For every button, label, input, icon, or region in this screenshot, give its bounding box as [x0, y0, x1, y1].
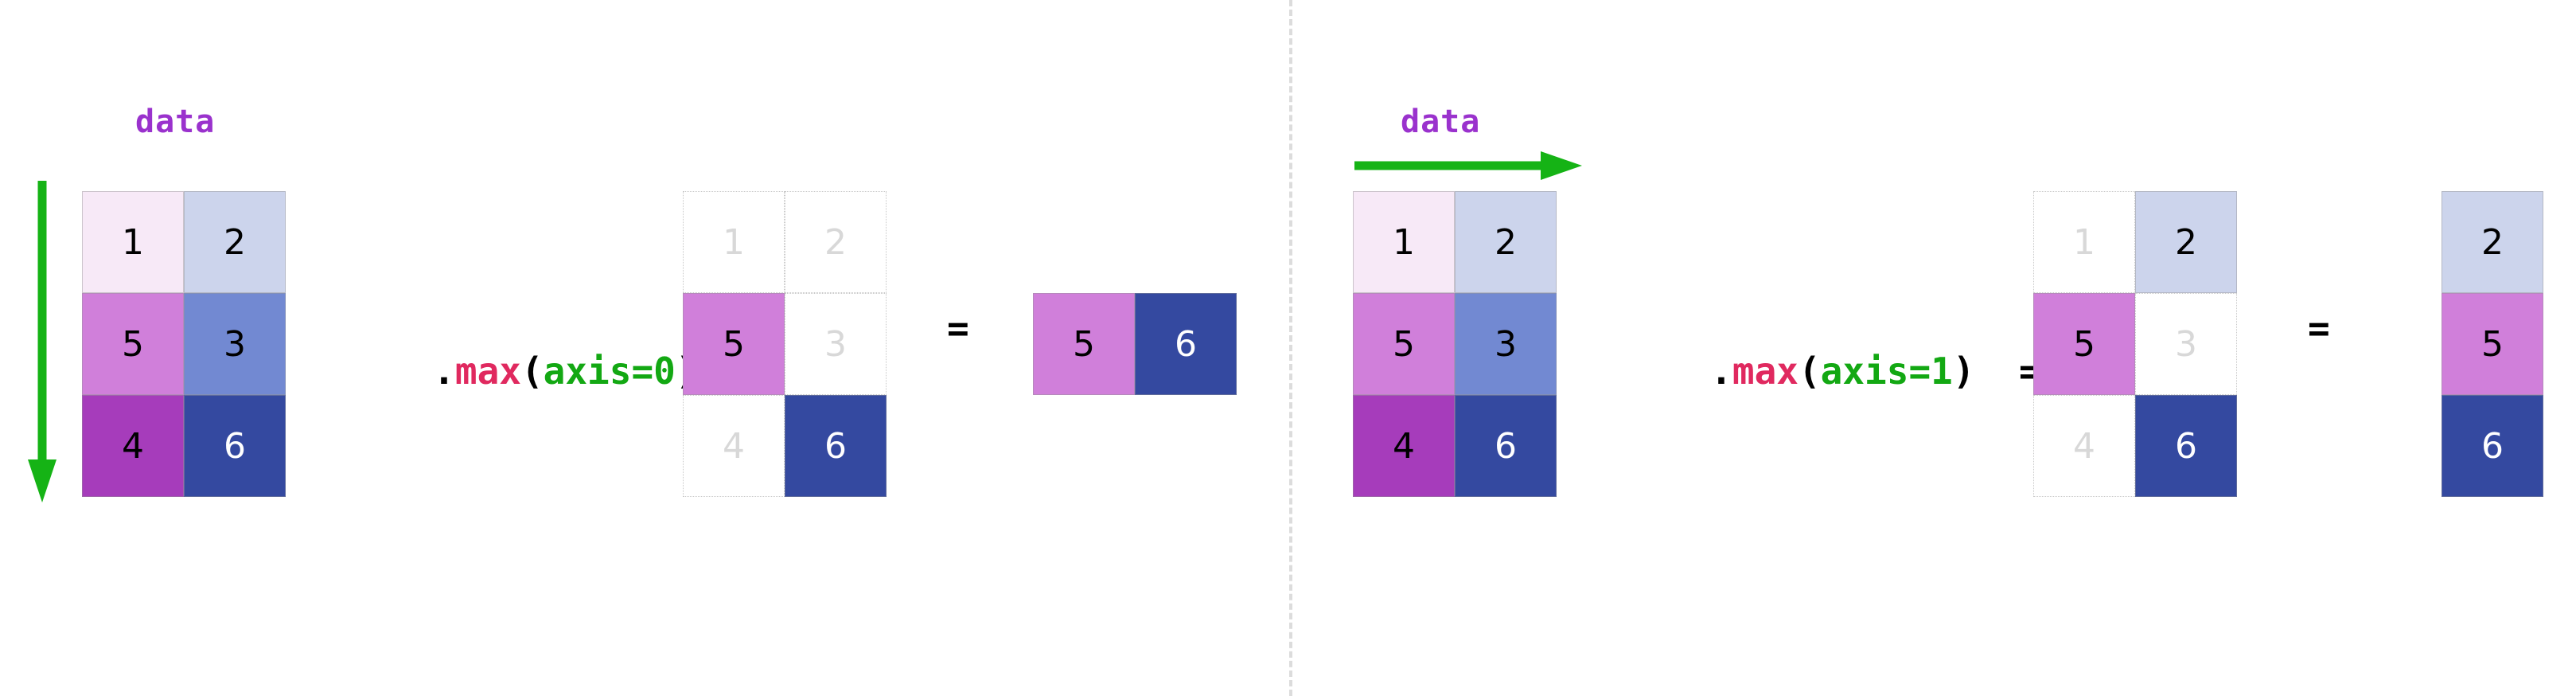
result-axis1-cell-1: 5 [2442, 293, 2543, 395]
highlight-axis1-cell-2: 5 [2033, 293, 2135, 395]
result-axis0-cell-1: 6 [1135, 293, 1237, 395]
source-axis0-cell-4: 4 [82, 395, 184, 497]
result-axis0-cell-0: 5 [1033, 293, 1135, 395]
highlight-axis0-cell-3: 3 [785, 293, 887, 395]
highlight-axis0-cell-1: 2 [785, 191, 887, 293]
source-axis0-cell-5: 6 [184, 395, 286, 497]
equals-sign-axis0: = [947, 307, 969, 350]
highlight-axis1-cell-5: 6 [2135, 395, 2237, 497]
source-axis0-cell-2: 5 [82, 293, 184, 395]
highlight-axis1-cell-3: 3 [2135, 293, 2237, 395]
source-axis0-cell-1: 2 [184, 191, 286, 293]
source-axis0-cell-3: 3 [184, 293, 286, 395]
expr-dot: . [433, 350, 455, 393]
expr-kwarg: axis=1 [1820, 350, 1953, 393]
result-axis1-cell-0: 2 [2442, 191, 2543, 293]
result-axis1-cell-2: 6 [2442, 395, 2543, 497]
highlight-axis0-cell-4: 4 [683, 395, 785, 497]
expr-kwarg: axis=0 [543, 350, 676, 393]
highlight-axis0-cell-0: 1 [683, 191, 785, 293]
expr-lparen: ( [520, 350, 544, 393]
expr-equals [1975, 350, 2019, 393]
expression-axis1: .max(axis=1) = [1578, 307, 2040, 436]
source-axis1-cell-2: 5 [1353, 293, 1455, 395]
expr-rparen: ) [1952, 350, 1975, 393]
highlight-axis1-cell-1: 2 [2135, 191, 2237, 293]
source-axis1-cell-3: 3 [1455, 293, 1557, 395]
source-axis1-cell-5: 6 [1455, 395, 1557, 497]
expr-dot: . [1710, 350, 1732, 393]
highlight-axis1-cell-4: 4 [2033, 395, 2135, 497]
expr-method: max [1732, 350, 1799, 393]
expr-lparen: ( [1798, 350, 1821, 393]
source-axis1-cell-1: 2 [1455, 191, 1557, 293]
highlight-axis0-cell-5: 6 [785, 395, 887, 497]
axis-arrow-right [1353, 147, 1584, 184]
highlight-axis1-cell-0: 1 [2033, 191, 2135, 293]
source-axis1-cell-0: 1 [1353, 191, 1455, 293]
data-label-axis1: data [1401, 104, 1481, 140]
panel-divider [1289, 0, 1292, 696]
axis-arrow-down [24, 179, 60, 506]
source-axis1-cell-4: 4 [1353, 395, 1455, 497]
expr-method: max [454, 350, 521, 393]
source-axis0-cell-0: 1 [82, 191, 184, 293]
highlight-axis0-cell-2: 5 [683, 293, 785, 395]
equals-sign-axis1: = [2308, 307, 2330, 350]
data-label-axis0: data [135, 104, 216, 140]
